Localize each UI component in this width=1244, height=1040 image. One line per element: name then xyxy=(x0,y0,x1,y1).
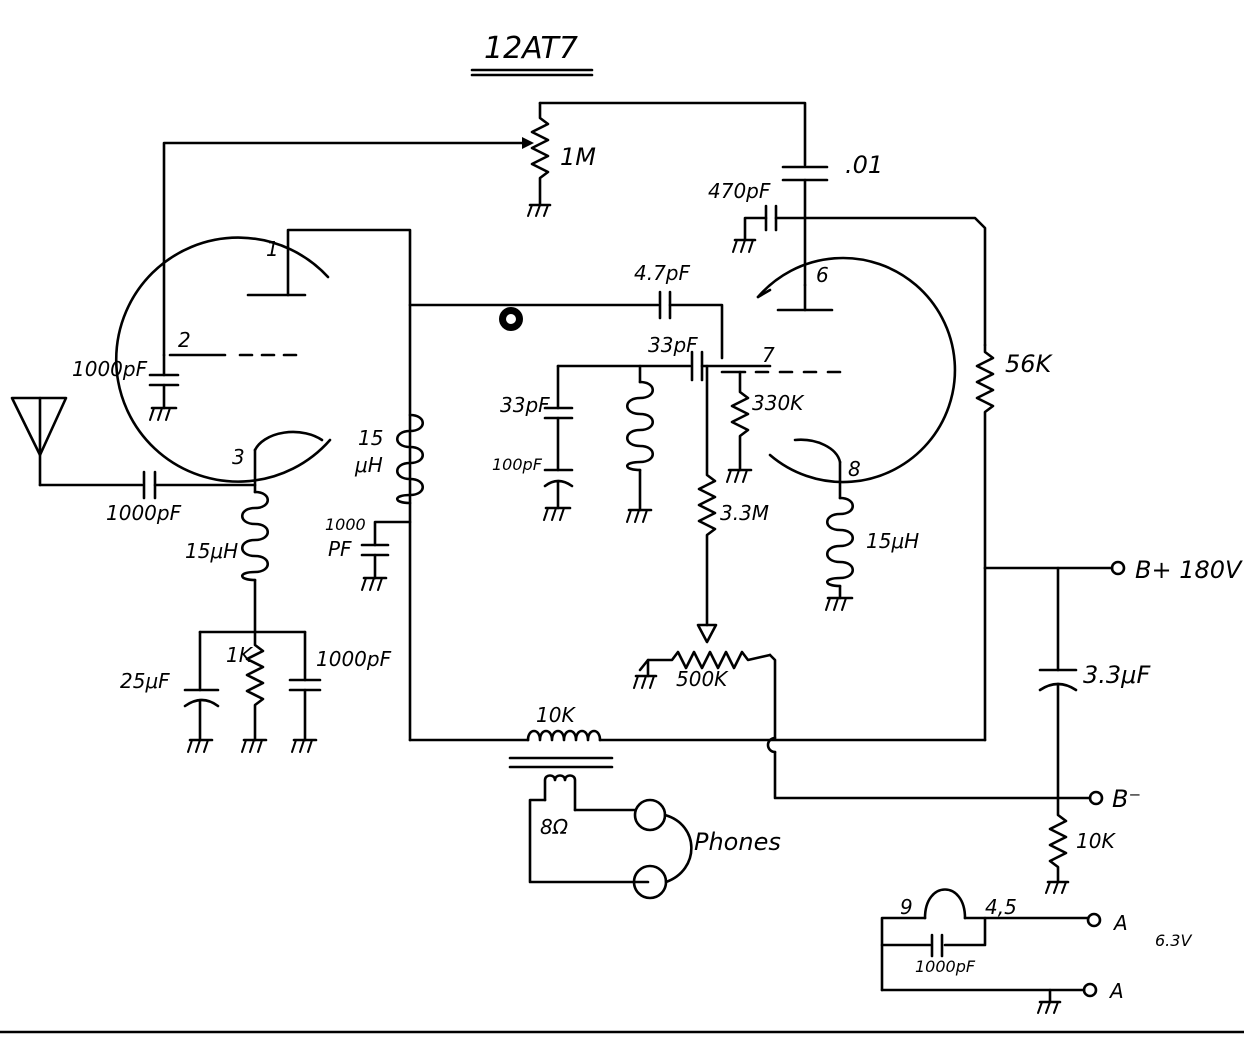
phones-label: Phones xyxy=(694,828,781,856)
output-transformer: 10K 8Ω xyxy=(408,703,987,884)
xfmr-8ohm-label: 8Ω xyxy=(540,815,569,839)
heater-9-label: 9 xyxy=(900,895,913,919)
b-minus-terminal[interactable] xyxy=(1088,790,1104,806)
cap-1000pf-small: 1000 PF xyxy=(325,515,412,591)
pot-500k: 500K xyxy=(633,650,772,691)
res-10k-bottom: 10K xyxy=(1045,796,1116,894)
pot-500k-label: 500K xyxy=(676,667,729,691)
cap-1000pf-grid-label: 1000pF xyxy=(72,357,148,381)
heater-voltage-label: 6.3V xyxy=(1155,931,1192,950)
cap-1000-small-label: 1000 xyxy=(325,515,366,534)
cap-100pf-label: 100pF xyxy=(492,455,543,474)
pin-2-label: 2 xyxy=(178,328,191,352)
pot-1m: 1M xyxy=(527,101,596,217)
pin-7-label: 7 xyxy=(762,343,775,367)
ind-15uh-left-label: 15μH xyxy=(185,539,238,563)
cap-1000pf-antenna-label: 1000pF xyxy=(106,501,182,525)
res-56k-label: 56K xyxy=(1005,350,1054,378)
ind-15uh-left: 15μH xyxy=(185,490,270,634)
cap-33uf: 3.3μF xyxy=(1038,566,1151,800)
cap-pf-small-label: PF xyxy=(328,537,352,561)
cap-47pf-label: 4.7pF xyxy=(634,261,691,285)
b-minus-rail: B⁻ xyxy=(766,653,1141,813)
cap-47pf: 4.7pF xyxy=(408,261,724,360)
cap-33pf-left-label: 33pF xyxy=(500,393,550,417)
pot-1m-label: 1M xyxy=(560,143,596,171)
heater-45-label: 4,5 xyxy=(985,895,1017,919)
heater-a1-label: A xyxy=(1112,911,1128,935)
ind-15-top-label: 15 xyxy=(358,426,383,450)
ind-15uh-right-label: 15μH xyxy=(866,529,919,553)
b-plus-terminal[interactable] xyxy=(1110,560,1126,576)
tank-circuit: 33pF 33pF 100pF xyxy=(492,333,772,523)
b-plus-rail: B+ 180V xyxy=(983,556,1243,742)
cap-33pf-top-label: 33pF xyxy=(648,333,698,357)
title: 12AT7 xyxy=(484,31,578,66)
cap-01-label: .01 xyxy=(845,151,883,179)
cap-25uf-label: 25μF xyxy=(120,669,170,693)
cap-1000pf-heater-label: 1000pF xyxy=(915,957,976,976)
res-10k-bottom-label: 10K xyxy=(1076,829,1116,853)
res-330k: 330K xyxy=(726,370,805,483)
res-56k: 56K xyxy=(803,216,1054,570)
xfmr-10k-label: 10K xyxy=(536,703,576,727)
headphones-icon: Phones xyxy=(632,798,781,900)
cap-1000pf-cathode-label: 1000pF xyxy=(316,647,392,671)
cathode-network: 25μF 1K 1000pF xyxy=(120,630,392,753)
cap-1000pf-grid: 1000pF xyxy=(72,353,180,421)
cap-470pf-label: 470pF xyxy=(708,179,771,203)
heater-circuit: 9 4,5 1000pF A A 6.3V xyxy=(880,888,1192,1014)
pin-8-label: 8 xyxy=(848,457,861,481)
res-33m: 3.3M xyxy=(696,364,769,644)
antenna-icon: 1000pF xyxy=(10,396,257,525)
res-33m-label: 3.3M xyxy=(720,501,769,525)
feedback-wire xyxy=(162,137,534,357)
ind-15uh-right: 15μH xyxy=(825,496,919,611)
b-plus-label: B+ 180V xyxy=(1135,556,1243,584)
heater-terminal-a2[interactable] xyxy=(1082,982,1098,998)
res-330k-label: 330K xyxy=(752,391,805,415)
right-triode: 6 7 8 xyxy=(720,256,957,500)
pin-6-label: 6 xyxy=(816,263,829,287)
left-triode: 1 2 3 xyxy=(114,228,412,742)
heater-a2-label: A xyxy=(1108,979,1124,1003)
b-minus-label: B⁻ xyxy=(1112,785,1141,813)
res-1k-label: 1K xyxy=(226,643,254,667)
cap-33uf-label: 3.3μF xyxy=(1083,661,1151,689)
heater-terminal-a1[interactable] xyxy=(1086,912,1102,928)
pin-1-label: 1 xyxy=(266,237,279,261)
cap-470pf: 470pF xyxy=(708,179,807,253)
plate-choke: 15 μH xyxy=(354,413,425,505)
cap-01: .01 xyxy=(538,101,883,287)
pin-3-label: 3 xyxy=(232,445,245,469)
ind-uh-bottom-label: μH xyxy=(354,453,383,477)
